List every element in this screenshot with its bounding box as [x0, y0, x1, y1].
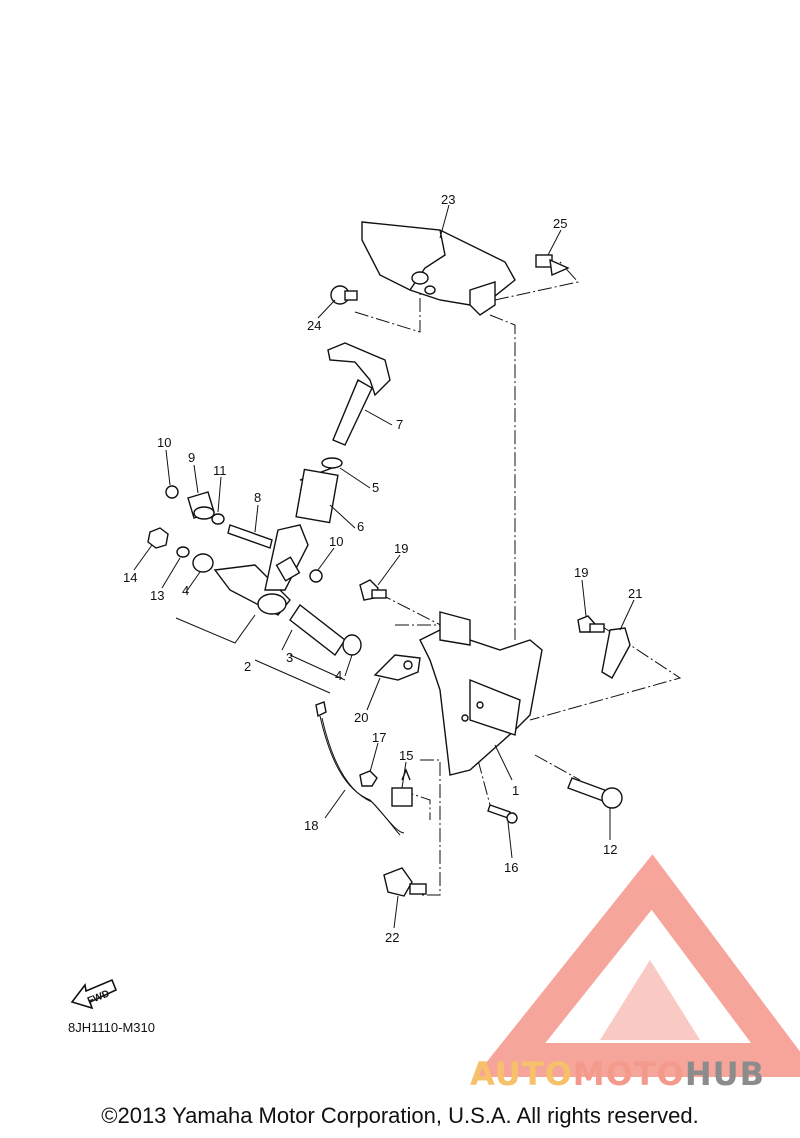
spring-part-6	[295, 467, 339, 524]
bolt-part-19a	[359, 579, 387, 601]
copyright-notice: ©2013 Yamaha Motor Corporation, U.S.A. A…	[101, 1103, 699, 1128]
callout-18: 18	[304, 818, 318, 833]
bolt-part-12	[567, 777, 623, 809]
callout-15: 15	[399, 748, 413, 763]
callout-14: 14	[123, 570, 137, 585]
collar-part-9	[187, 491, 215, 520]
callout-10a: 10	[157, 435, 171, 450]
washer-part-13	[176, 546, 190, 558]
bushing-part-4b	[342, 634, 362, 656]
callout-25: 25	[553, 216, 567, 231]
wordmark-auto: AUTO	[470, 1055, 573, 1093]
callout-5: 5	[372, 480, 379, 495]
wordmark-hub: HUB	[684, 1055, 766, 1093]
callout-24: 24	[307, 318, 321, 333]
callout-23: 23	[441, 192, 455, 207]
watermark-wordmark: AUTOMOTOHUB	[470, 1055, 765, 1093]
circlip-part-10b	[309, 569, 323, 583]
washer-part-5	[321, 457, 343, 469]
screw-part-16	[487, 804, 518, 824]
callout-4b: 4	[335, 668, 342, 683]
shaft-part-2	[213, 524, 309, 616]
callout-22: 22	[385, 930, 399, 945]
wordmark-moto: MOTO	[572, 1055, 685, 1093]
sleeve-part-3	[289, 603, 346, 657]
circlip-part-10a	[165, 485, 179, 499]
callout-7: 7	[396, 417, 403, 432]
callout-6: 6	[357, 519, 364, 534]
bracket-part-1	[419, 611, 543, 776]
nut-part-17	[359, 770, 378, 787]
bolt-part-24	[330, 285, 358, 305]
clip-part-25	[535, 254, 570, 277]
callout-2: 2	[244, 659, 251, 674]
bushing-part-4a	[192, 553, 214, 573]
callout-13: 13	[150, 588, 164, 603]
callout-9: 9	[188, 450, 195, 465]
plate-part-21	[601, 627, 631, 679]
clamp-part-22	[383, 867, 427, 897]
holder-part-20	[373, 654, 421, 681]
callout-17: 17	[372, 730, 386, 745]
callout-12: 12	[603, 842, 617, 857]
callout-10b: 10	[329, 534, 343, 549]
callout-16: 16	[504, 860, 518, 875]
washer-part-11	[211, 513, 225, 525]
callout-19a: 19	[394, 541, 408, 556]
fwd-arrow-icon: FWD	[70, 978, 118, 1010]
cover-part-23	[361, 221, 516, 316]
diagram-code: 8JH1110-M310	[68, 1020, 155, 1035]
nut-part-14	[147, 527, 169, 549]
leader-lines	[133, 204, 635, 929]
callout-4a: 4	[182, 583, 189, 598]
callout-labels: 23 25 24 7 10 9 11 5 8 6 14 10 19 13 4 1…	[123, 192, 642, 945]
wire-part-18	[315, 701, 405, 836]
watermark-logo-icon	[474, 854, 800, 1077]
lever-part-7	[327, 342, 391, 446]
callout-8: 8	[254, 490, 261, 505]
pin-part-8	[227, 524, 273, 549]
callout-19b: 19	[574, 565, 588, 580]
callout-21: 21	[628, 586, 642, 601]
callout-20: 20	[354, 710, 368, 725]
bolt-part-19b	[577, 615, 605, 633]
callout-11: 11	[213, 463, 227, 478]
callout-3: 3	[286, 650, 293, 665]
callout-1: 1	[512, 783, 519, 798]
